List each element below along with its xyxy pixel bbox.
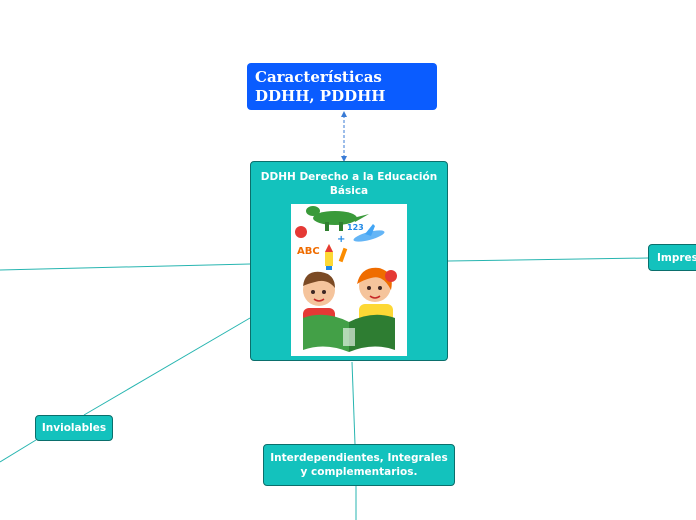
pencil-icon bbox=[338, 247, 348, 263]
node-inviolables-label: Inviolables bbox=[41, 422, 107, 434]
illustration-svg: 123 + ABC bbox=[295, 206, 397, 352]
airplane-icon bbox=[353, 224, 385, 242]
book-icon bbox=[303, 314, 395, 352]
central-node-title: DDHH Derecho a la Educación Básica bbox=[260, 171, 438, 197]
numbers-text: 123 bbox=[347, 223, 364, 232]
connector-inviolables-out bbox=[0, 439, 37, 463]
kids-reading-illustration: 123 + ABC bbox=[291, 204, 407, 356]
connector-left bbox=[0, 263, 251, 271]
title-node[interactable]: Características DDHH, PDDHH bbox=[247, 63, 437, 110]
connector-to-interdep bbox=[351, 361, 356, 445]
dinosaur-icon bbox=[306, 206, 369, 231]
central-node[interactable]: DDHH Derecho a la Educación Básica 123 + bbox=[250, 161, 448, 361]
rocket-icon bbox=[325, 244, 333, 270]
arrowhead-down-icon bbox=[341, 156, 347, 162]
node-interdependientes-label: Interdependientes, Integrales y compleme… bbox=[270, 452, 448, 478]
node-impres[interactable]: Impres bbox=[648, 244, 696, 271]
arrowhead-up-icon bbox=[341, 111, 347, 117]
apple-icon bbox=[295, 226, 307, 238]
plus-icon: + bbox=[337, 234, 345, 245]
title-node-text: Características DDHH, PDDHH bbox=[255, 67, 386, 105]
letters-text: ABC bbox=[297, 246, 320, 257]
node-impres-label: Impres bbox=[657, 251, 696, 264]
connector-to-impres bbox=[447, 257, 649, 262]
node-interdependientes[interactable]: Interdependientes, Integrales y compleme… bbox=[263, 444, 455, 486]
connector-to-inviolables bbox=[83, 317, 251, 416]
node-inviolables[interactable]: Inviolables bbox=[35, 415, 113, 441]
